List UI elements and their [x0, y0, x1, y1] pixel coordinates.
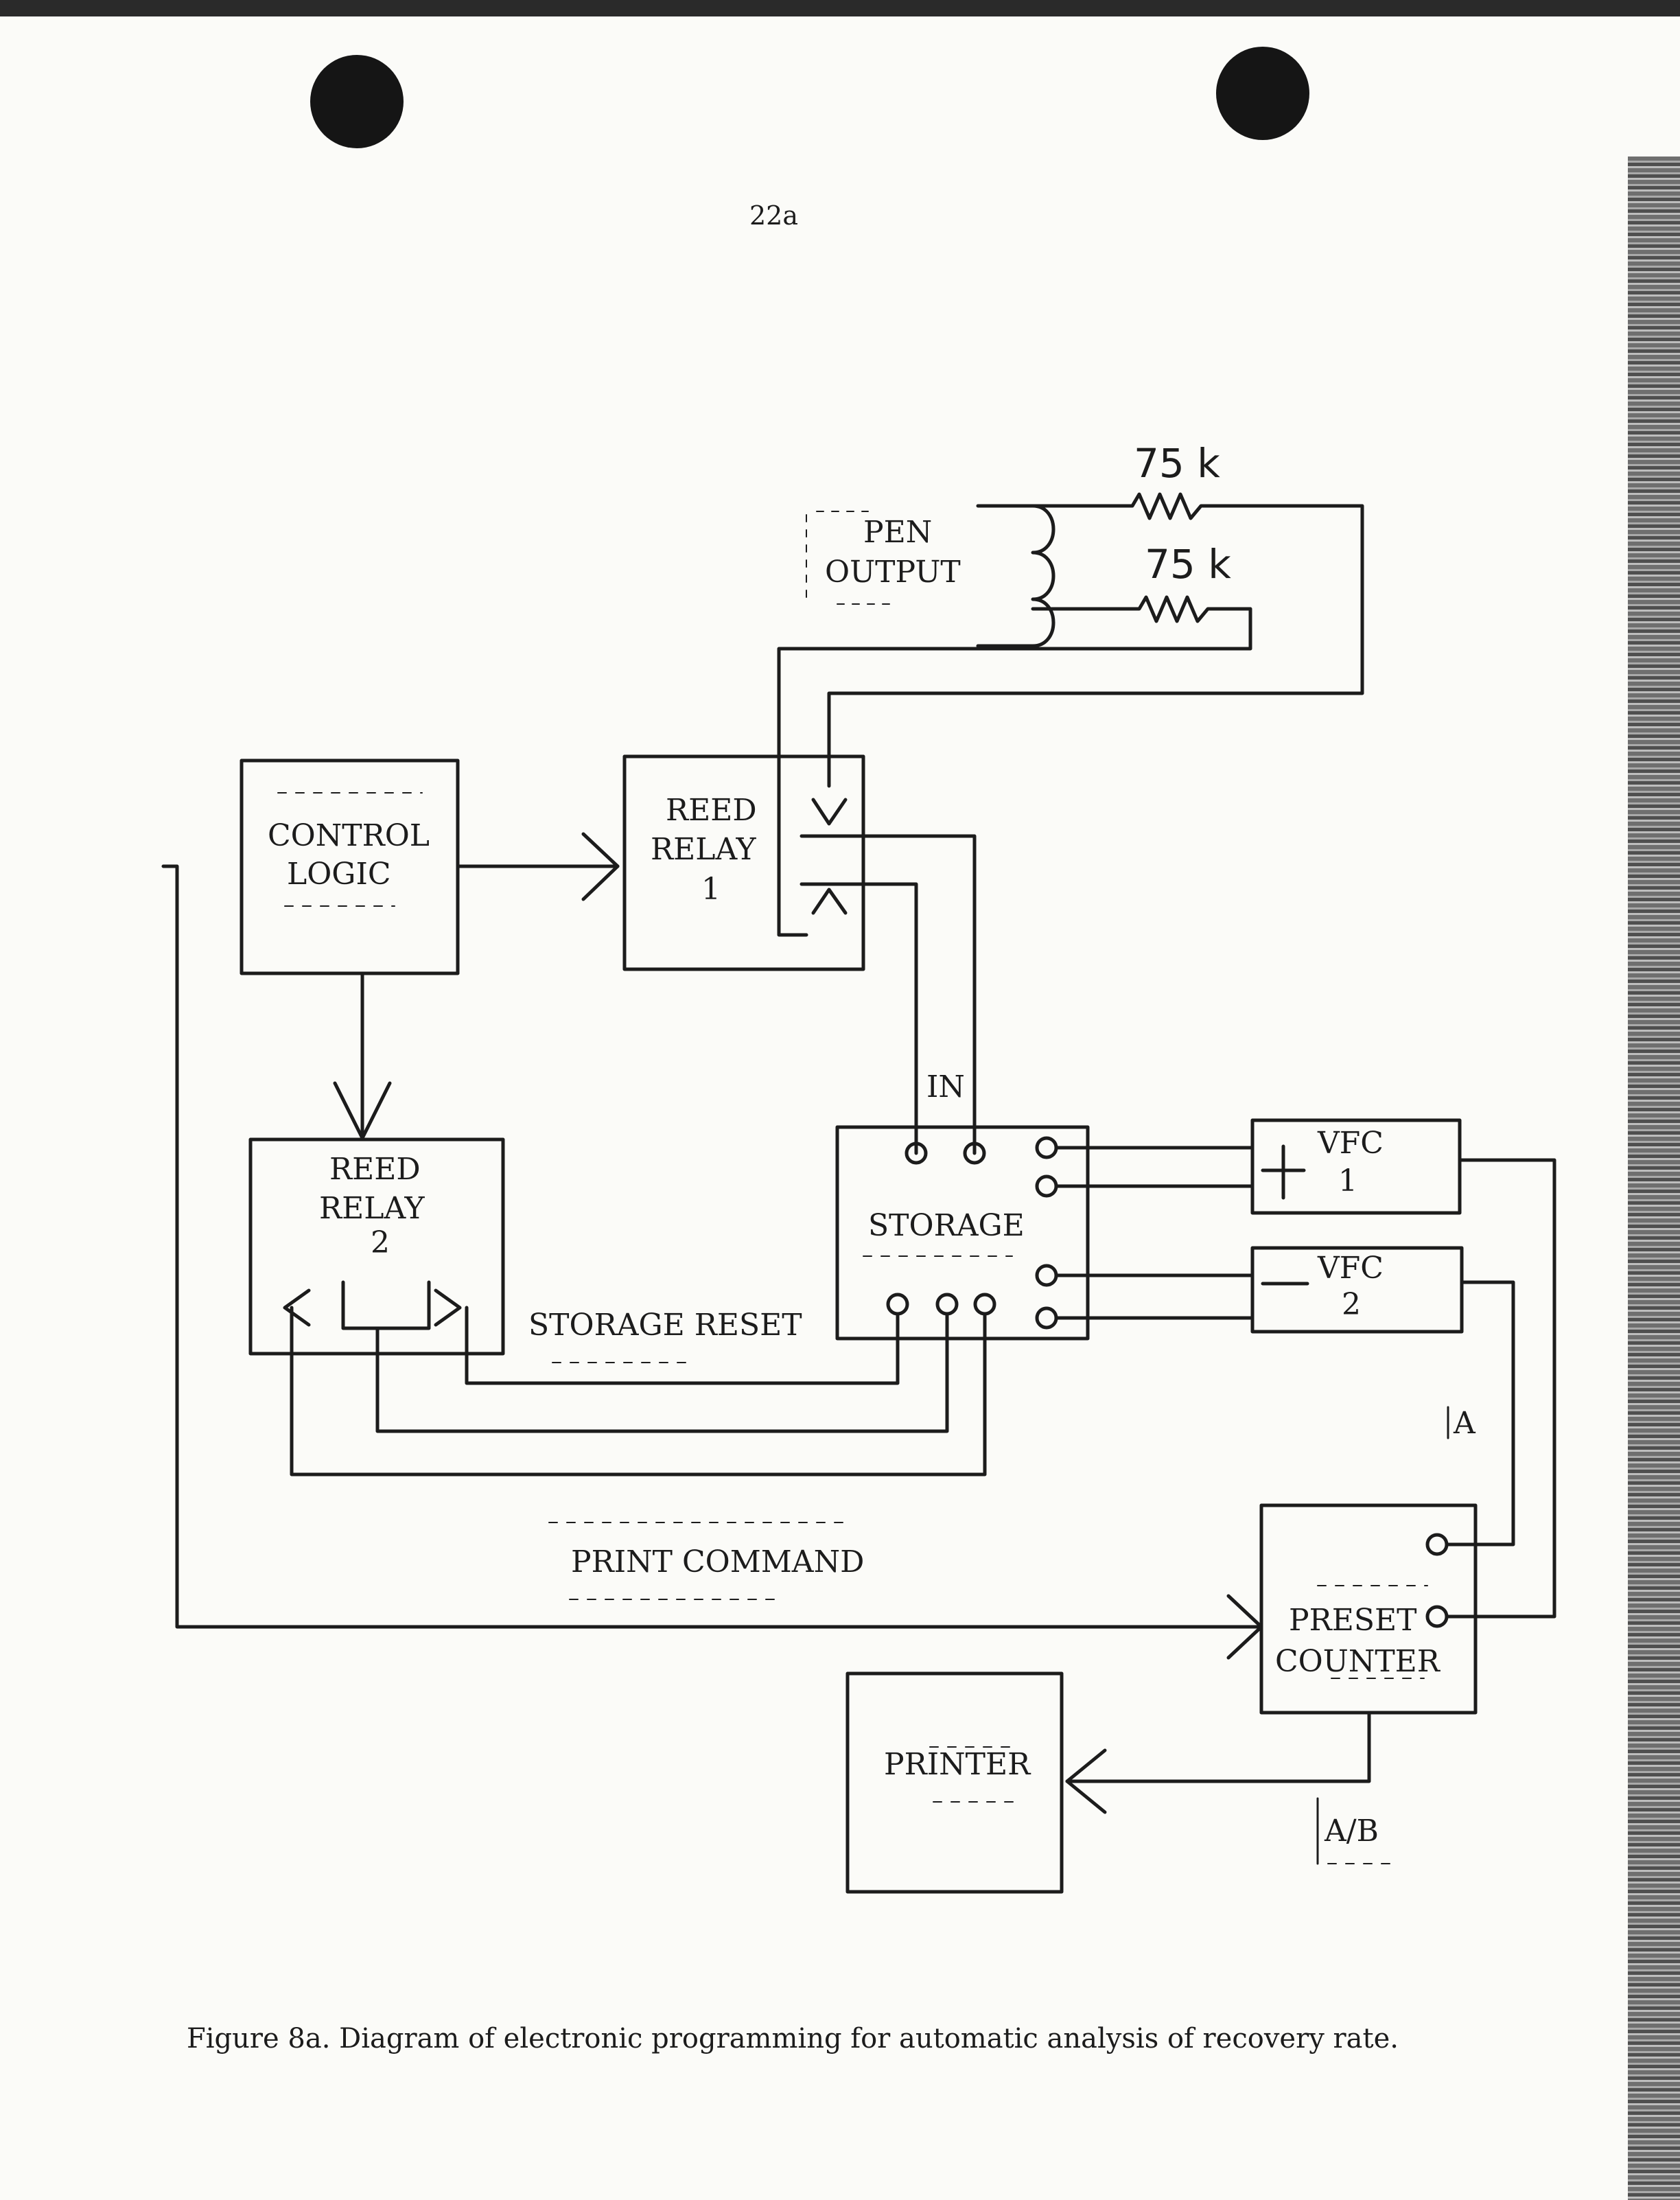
- print-command-label: PRINT COMMAND: [571, 1544, 864, 1579]
- resistor-top-label: 75 k: [1134, 440, 1220, 487]
- control-to-relay1-arrow: [581, 832, 620, 901]
- resistor-bottom-label: 75 k: [1145, 541, 1231, 588]
- storage-in-terminal-2: [963, 1142, 986, 1165]
- control-logic-label-2: LOGIC: [287, 857, 391, 892]
- counter-to-printer: [1065, 1711, 1371, 1783]
- print-command-line: [161, 864, 1263, 1629]
- punch-hole-right: [1216, 47, 1309, 140]
- counter-to-printer-arrow: [1065, 1748, 1107, 1814]
- pen-output-label-1: PEN: [863, 515, 932, 550]
- relay2-contact: [341, 1280, 431, 1330]
- punch-hole-left: [310, 55, 404, 148]
- reed-relay-2-label-3: 2: [371, 1225, 390, 1260]
- storage-reset-label: STORAGE RESET: [528, 1308, 802, 1343]
- vfc-2-label-2: 2: [1342, 1287, 1361, 1322]
- relay1-contact-lower: [800, 882, 918, 1155]
- reed-relay-1-label-3: 1: [701, 872, 721, 907]
- scan-border-top: [0, 0, 1680, 16]
- reset-wire-3: [290, 1306, 987, 1477]
- relay1-arrow-down: [811, 798, 848, 826]
- vfc-1-box: [1250, 1118, 1462, 1215]
- reed-relay-1-box: [622, 754, 865, 971]
- pen-output-label-2: OUTPUT: [825, 555, 961, 590]
- reset-wire-1: [465, 1306, 900, 1385]
- figure-caption: Figure 8a. Diagram of electronic program…: [187, 2023, 1399, 2054]
- printer-box: [845, 1671, 1064, 1894]
- reed-relay-2-label-2: RELAY: [319, 1191, 425, 1226]
- control-logic-label-1: CONTROL: [268, 818, 430, 853]
- resistor-bottom: [777, 595, 1252, 937]
- resistor-top: [827, 492, 1364, 788]
- pen-coil: [976, 504, 1055, 648]
- decor-dashes: [277, 792, 1428, 1864]
- reed-relay-1-label-1: REED: [666, 793, 757, 828]
- pen-output-box: [806, 511, 893, 605]
- counter-terminal-b: [1425, 1605, 1449, 1628]
- preset-counter-label-1: PRESET: [1289, 1603, 1416, 1638]
- vfc-2-box: [1250, 1246, 1464, 1334]
- printer-label: PRINTER: [884, 1747, 1031, 1782]
- preset-counter-label-2: COUNTER: [1275, 1644, 1441, 1679]
- in-label: IN: [926, 1069, 965, 1104]
- relay1-arrow-up: [811, 888, 848, 915]
- vfc-1-label-1: VFC: [1317, 1126, 1384, 1161]
- storage-in-terminal-1: [905, 1142, 928, 1165]
- reset-wire-2: [375, 1312, 949, 1433]
- vfc-1-label-2: 1: [1338, 1163, 1357, 1199]
- a-label: A: [1453, 1406, 1476, 1441]
- vfc-2-label-1: VFC: [1317, 1251, 1384, 1286]
- vfc1-to-counter: [1445, 1158, 1556, 1619]
- vfc2-to-counter: [1445, 1280, 1515, 1547]
- relay2-arrow-right: [434, 1288, 462, 1327]
- storage-box: [835, 1125, 1090, 1341]
- relay2-arrow-left: [283, 1288, 311, 1327]
- reed-relay-1-label-2: RELAY: [651, 832, 756, 867]
- scan-border-right: [1628, 157, 1680, 2200]
- ab-label: A/B: [1324, 1814, 1379, 1849]
- counter-terminal-a: [1425, 1533, 1449, 1556]
- vfc1-plus: [1261, 1144, 1306, 1200]
- page-number: 22a: [749, 200, 799, 231]
- storage-label: STORAGE: [868, 1208, 1025, 1243]
- reed-relay-2-label-1: REED: [329, 1152, 421, 1187]
- relay1-contact-upper: [800, 834, 977, 1155]
